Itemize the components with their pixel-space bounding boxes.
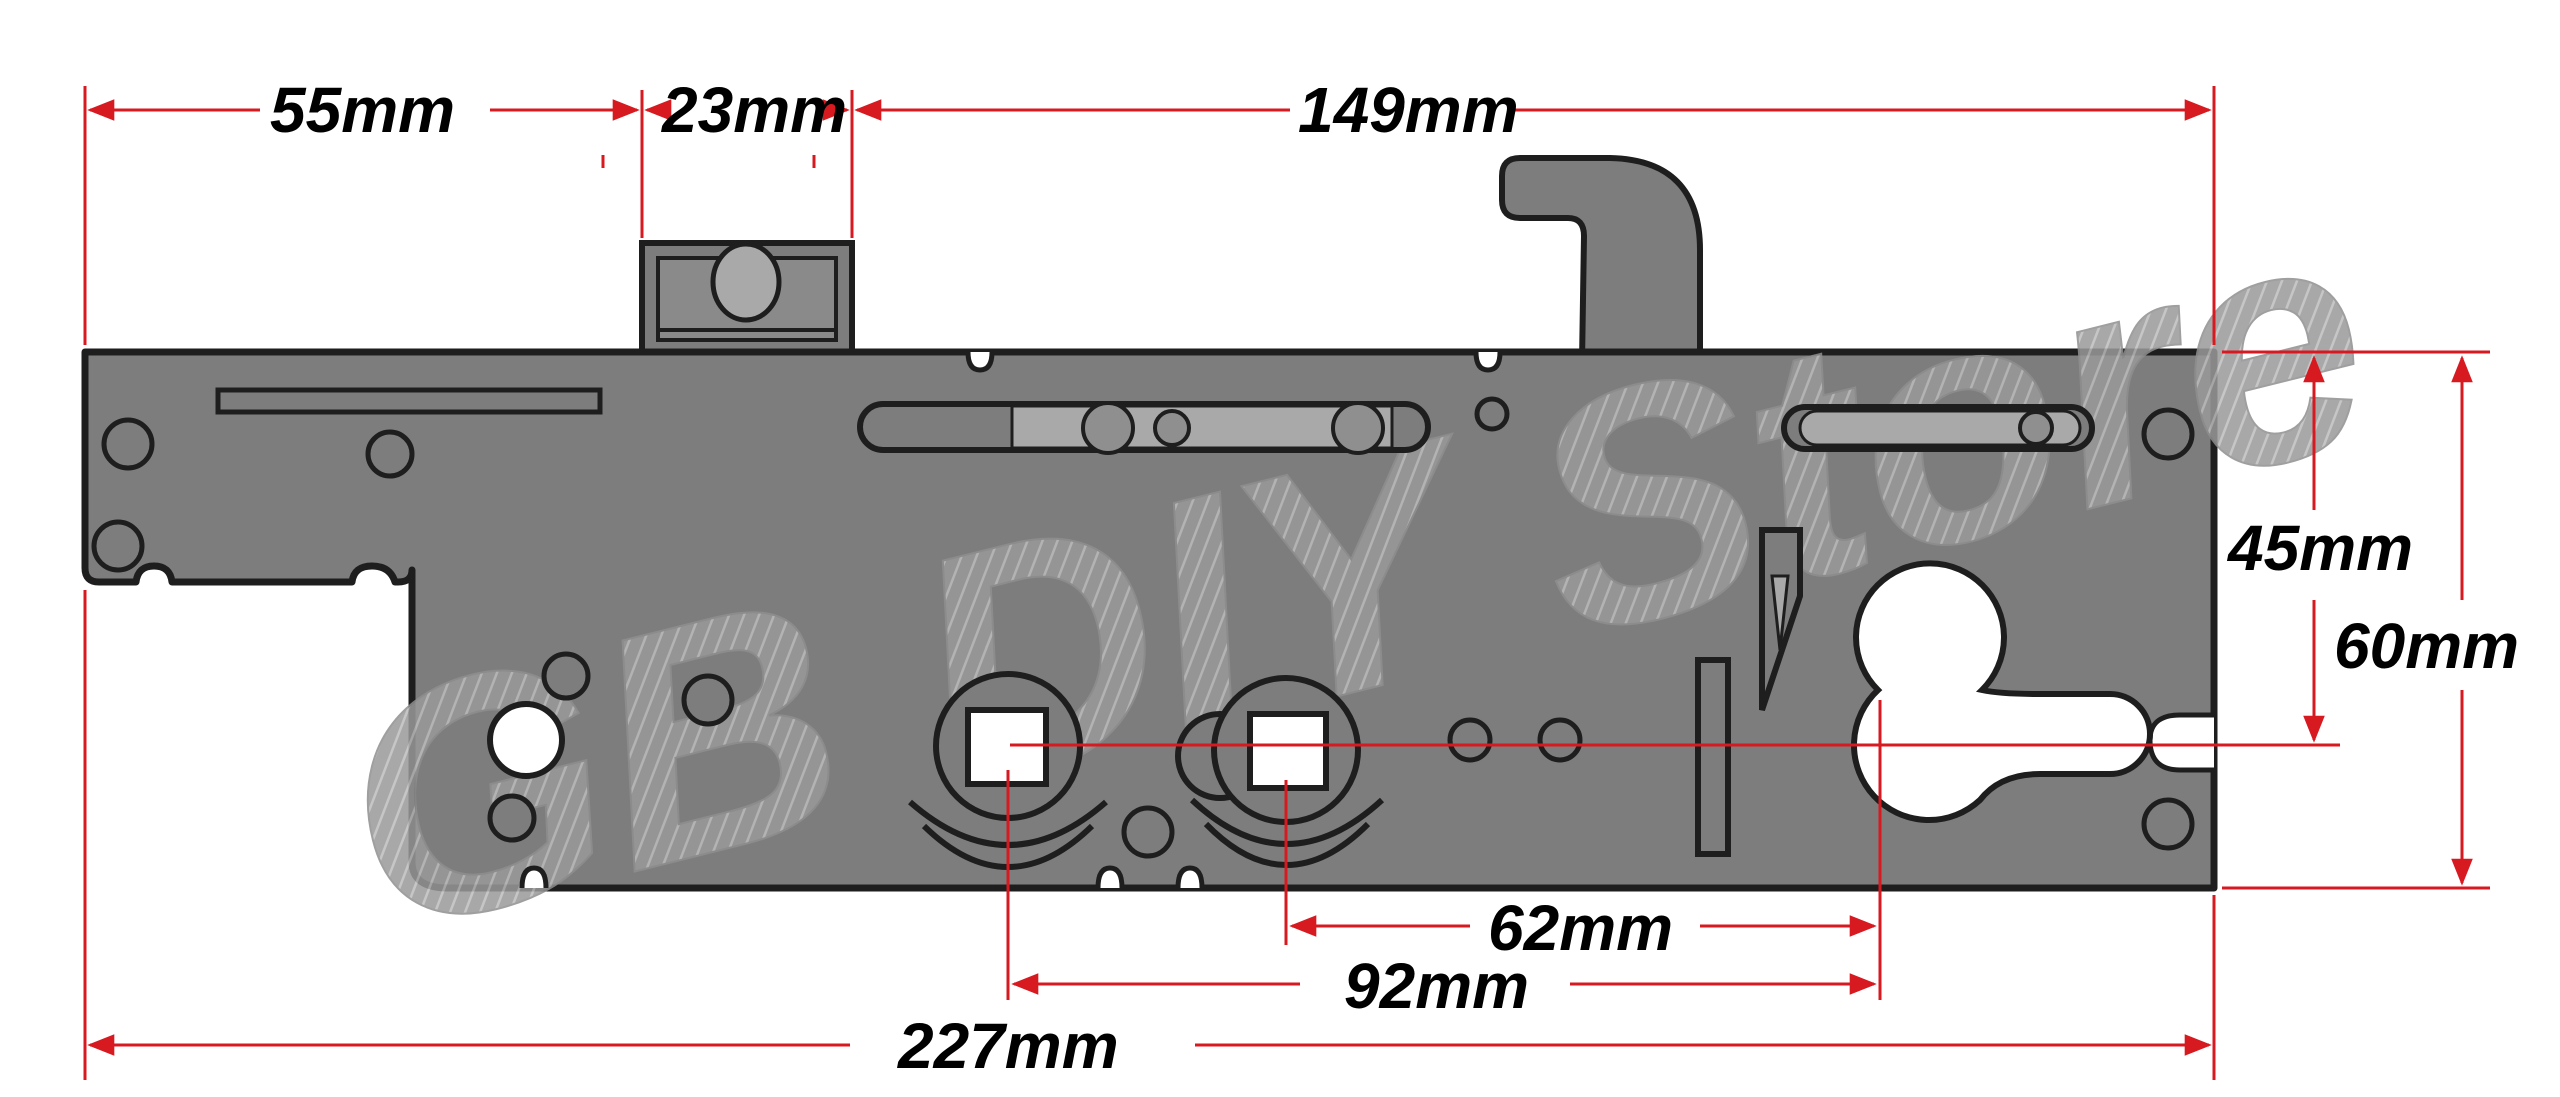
dim-label-23: 23mm bbox=[661, 74, 847, 146]
dim-label-227: 227mm bbox=[897, 1010, 1119, 1082]
cylinder-keyhole bbox=[1851, 560, 2153, 823]
screw-holes bbox=[91, 396, 2195, 859]
latch-block bbox=[639, 240, 855, 358]
bottom-notch-3 bbox=[1175, 865, 1205, 889]
dim-label-45: 45mm bbox=[2226, 512, 2413, 584]
top-left-slot bbox=[215, 387, 603, 415]
dim-label-55: 55mm bbox=[270, 74, 455, 146]
dim-label-149: 149mm bbox=[1298, 74, 1519, 146]
dimension-labels: 55mm 23mm 149mm 45mm 60mm 62mm 92mm 227m… bbox=[270, 74, 2519, 1082]
bottom-notch-2 bbox=[1095, 865, 1125, 889]
follower-right bbox=[1175, 675, 1385, 868]
right-notch bbox=[2147, 712, 2214, 773]
right-slot bbox=[1781, 404, 2095, 452]
dimension-lines bbox=[83, 86, 2490, 1080]
lock-body bbox=[81, 348, 2218, 892]
dim-label-62: 62mm bbox=[1488, 892, 1673, 964]
dim-label-92: 92mm bbox=[1344, 950, 1529, 1022]
vertical-bar bbox=[1695, 657, 1731, 857]
bottom-notch-1 bbox=[519, 865, 549, 889]
center-slot bbox=[857, 401, 1431, 455]
through-hole bbox=[487, 701, 565, 779]
dim-label-60: 60mm bbox=[2334, 610, 2519, 682]
top-notch-2 bbox=[1473, 351, 1503, 373]
hook-shape bbox=[1499, 155, 1703, 365]
diagonal-piece bbox=[1759, 527, 1803, 711]
top-notch-1 bbox=[965, 351, 995, 373]
